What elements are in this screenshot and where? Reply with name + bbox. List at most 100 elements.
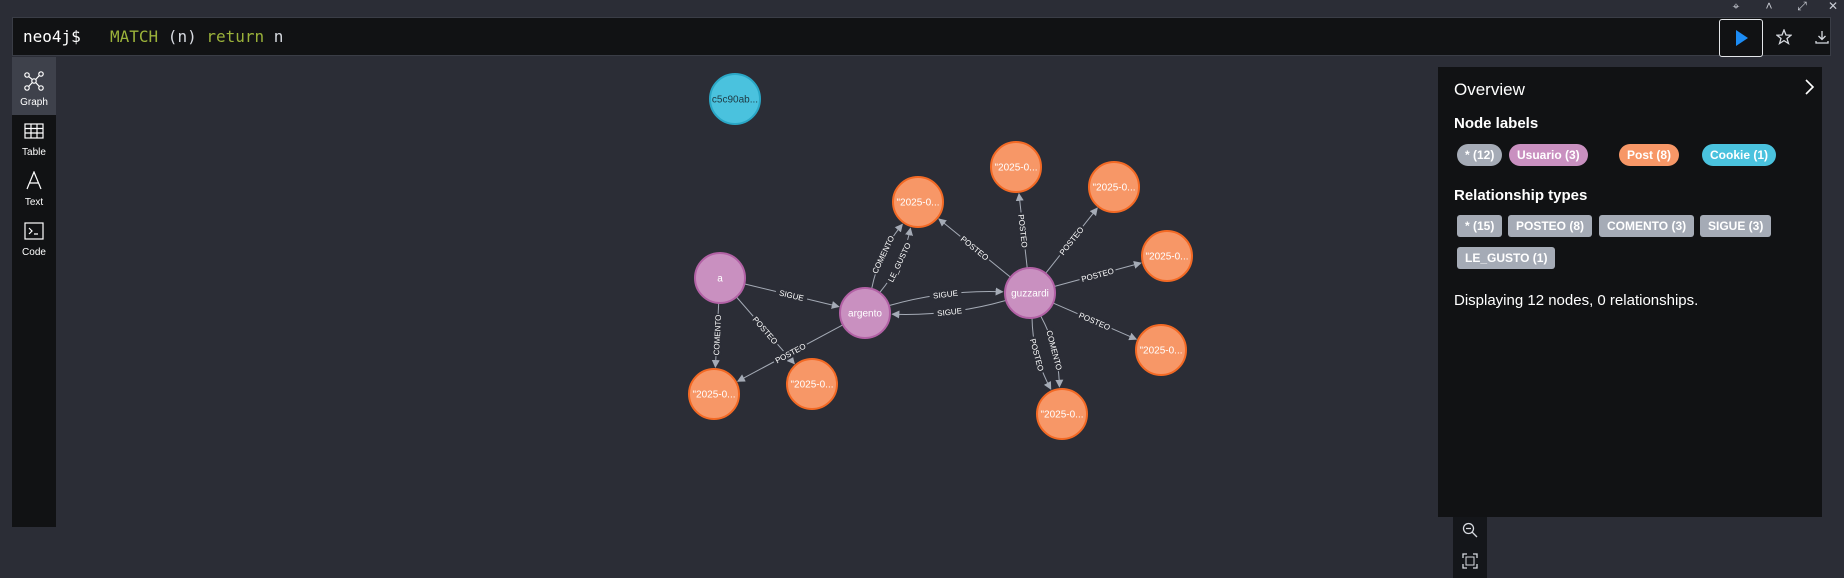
relationship-label: SIGUE — [778, 288, 804, 303]
graph-node-label: "2025-0... — [994, 163, 1037, 174]
node-label-chip-usuario[interactable]: Usuario (3) — [1509, 144, 1588, 166]
graph-node-post[interactable] — [786, 358, 838, 410]
graph-node-post[interactable] — [688, 368, 740, 420]
overview-panel: Overview Node labels * (12) Usuario (3) … — [1438, 67, 1822, 517]
node-label-chip-post[interactable]: Post (8) — [1619, 144, 1680, 166]
rel-type-chip-sigue[interactable]: SIGUE (3) — [1700, 215, 1772, 237]
graph-node-label: argento — [848, 309, 882, 320]
relationship-label-bg — [933, 304, 967, 319]
run-button[interactable] — [1719, 19, 1763, 57]
graph-node-cookie[interactable] — [709, 73, 761, 125]
graph-node-post[interactable] — [1088, 161, 1140, 213]
view-text-button[interactable]: Text — [12, 157, 56, 215]
fullscreen-icon[interactable]: ⤢ — [1797, 0, 1807, 13]
query-editor[interactable]: neo4j$ MATCH (n) return n — [12, 17, 1831, 57]
rel-type-chip-posteo[interactable]: POSTEO (8) — [1508, 215, 1593, 237]
chevron-right-icon[interactable] — [1801, 77, 1817, 97]
fit-to-screen-icon[interactable] — [1461, 552, 1479, 570]
view-code-button[interactable]: Code — [12, 207, 56, 265]
relationship-label: POSTEO — [959, 235, 991, 263]
relationship-label-bg — [710, 313, 724, 357]
graph-node-label: "2025-0... — [1092, 183, 1135, 194]
relationship-types-heading: Relationship types — [1454, 187, 1588, 204]
relationship-label-bg — [928, 287, 962, 302]
graph-node-usuario[interactable] — [839, 287, 891, 339]
view-code-label: Code — [22, 247, 46, 258]
graph-node-post[interactable] — [990, 141, 1042, 193]
relationship-label-bg — [749, 312, 782, 348]
view-graph-button[interactable]: Graph — [12, 57, 56, 115]
graph-node-post[interactable] — [1135, 324, 1187, 376]
favorite-button[interactable] — [1770, 22, 1798, 52]
code-icon — [24, 222, 44, 240]
rel-type-chip-all[interactable]: * (15) — [1457, 215, 1503, 237]
relationship-label-bg — [1027, 335, 1047, 375]
relationship-label-bg — [1075, 309, 1114, 334]
node-label-chip-cookie[interactable]: Cookie (1) — [1702, 144, 1777, 166]
relationship-label: POSTEO — [751, 315, 780, 346]
graph-node-label: "2025-0... — [1145, 252, 1188, 263]
graph-node-label: "2025-0... — [692, 390, 735, 401]
relationship-label-bg — [1078, 265, 1117, 285]
download-icon — [1815, 31, 1829, 44]
relationship-label: POSTEO — [1077, 311, 1111, 333]
relationship-label-bg — [957, 232, 993, 264]
relationship-label: SIGUE — [937, 306, 963, 318]
query-paren-open: ( — [158, 27, 178, 46]
relationship-label-bg — [869, 233, 897, 276]
relationship-label-bg — [774, 286, 809, 304]
graph-node-label: "2025-0... — [790, 380, 833, 391]
result-view-sidebar: Graph Table Text Code — [12, 57, 56, 527]
relationship-label: POSTEO — [1058, 225, 1086, 257]
node-label-chip-all[interactable]: * (12) — [1457, 144, 1503, 166]
text-icon — [26, 171, 42, 190]
relationship-label-bg — [1016, 211, 1031, 251]
query-text[interactable]: MATCH (n) return n — [110, 27, 283, 46]
relationship-label: COMENTO — [1044, 330, 1063, 372]
view-text-label: Text — [24, 197, 44, 208]
relationship-label: POSTEO — [1080, 267, 1115, 284]
overview-title: Overview — [1454, 80, 1525, 99]
export-button[interactable] — [1808, 22, 1836, 52]
graph-node-post[interactable] — [1036, 388, 1088, 440]
star-icon — [1776, 29, 1792, 45]
relationship-label-bg — [1044, 328, 1065, 373]
graph-node-label: "2025-0... — [1139, 346, 1182, 357]
pin-icon[interactable]: ⌖ — [1732, 0, 1740, 13]
query-return-var: n — [264, 27, 284, 46]
zoom-out-icon[interactable] — [1461, 521, 1479, 539]
view-table-label: Table — [22, 147, 46, 158]
graph-node-label: "2025-0... — [896, 198, 939, 209]
overview-summary: Displaying 12 nodes, 0 relationships. — [1454, 292, 1699, 309]
graph-node-label: a — [717, 274, 723, 285]
relationship-label: POSTEO — [1016, 214, 1029, 248]
editor-prompt: neo4j$ — [23, 27, 81, 46]
query-keyword-return: return — [206, 27, 265, 46]
query-paren-close: ) — [187, 27, 207, 46]
relationship-label-bg — [884, 238, 914, 286]
query-keyword-match: MATCH — [110, 27, 159, 46]
relationship-label: COMENTO — [712, 314, 723, 355]
relationship-label: POSTEO — [1028, 338, 1045, 373]
graph-icon — [24, 71, 44, 91]
relationship-label: SIGUE — [933, 289, 959, 301]
graph-node-post[interactable] — [1141, 230, 1193, 282]
rel-type-chip-le-gusto[interactable]: LE_GUSTO (1) — [1457, 247, 1556, 269]
rel-type-chip-comento[interactable]: COMENTO (3) — [1599, 215, 1695, 237]
view-table-button[interactable]: Table — [12, 107, 56, 165]
graph-node-post[interactable] — [892, 176, 944, 228]
graph-node-label: guzzardi — [1011, 289, 1049, 300]
table-icon — [24, 123, 44, 139]
relationship-label-bg — [771, 339, 810, 367]
play-icon — [1736, 30, 1748, 46]
node-labels-heading: Node labels — [1454, 115, 1539, 132]
graph-node-usuario[interactable] — [694, 252, 746, 304]
frame-controls: ⌖ ˄ ⤢ ✕ — [1684, 0, 1844, 14]
relationship-label-bg — [1055, 223, 1087, 259]
close-icon[interactable]: ✕ — [1827, 0, 1839, 13]
graph-node-usuario[interactable] — [1004, 267, 1056, 319]
chevron-up-icon[interactable]: ˄ — [1765, 0, 1773, 13]
graph-node-label: c5c90ab... — [712, 95, 758, 106]
